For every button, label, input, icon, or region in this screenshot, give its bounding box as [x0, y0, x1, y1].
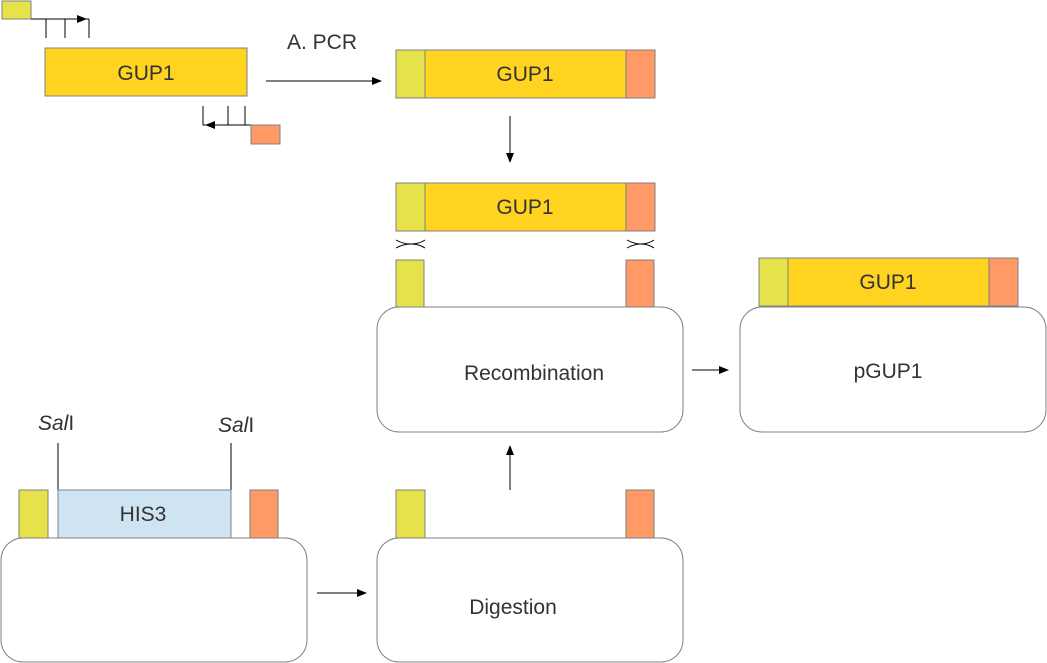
- result-left-homology: [758, 257, 789, 307]
- sali-site-left-label: SalI: [38, 412, 74, 435]
- insert-gene: [424, 182, 627, 232]
- pcr-product: GUP1: [395, 49, 656, 99]
- vector-right-homology: [625, 259, 655, 308]
- sali-site-right-label: SalI: [218, 414, 254, 437]
- pcr-step-label: A. PCR: [287, 31, 357, 54]
- forward-primer-tail: [1, 0, 32, 20]
- product-left-homology: [395, 49, 426, 99]
- digestion-box: [376, 537, 684, 663]
- reverse-primer-tail: [250, 124, 281, 145]
- digestion-right-homology: [625, 489, 655, 539]
- crossover-right-icon: [626, 239, 655, 249]
- his3-marker-label: HIS3: [120, 503, 167, 526]
- insert-right-homology: [625, 182, 656, 232]
- product-right-homology: [625, 49, 656, 99]
- insert-gene-label: GUP1: [496, 196, 553, 219]
- template-gene-label: GUP1: [117, 62, 174, 85]
- recombination-box: [376, 306, 684, 433]
- source-plasmid: SalI SalI HIS3: [0, 412, 308, 663]
- digestion-vector: Digestion: [376, 489, 684, 663]
- his3-marker-box: [57, 489, 232, 539]
- recombination-insert: GUP1: [395, 182, 656, 232]
- result-right-homology: [988, 257, 1019, 307]
- product-gene: [424, 49, 627, 99]
- forward-primer: [1, 0, 90, 38]
- recombination-vector: Recombination: [376, 259, 684, 433]
- result-gene-label: GUP1: [859, 271, 916, 294]
- result-plasmid-box: [739, 306, 1047, 433]
- source-plasmid-box: [0, 537, 308, 663]
- source-right-homology: [249, 489, 279, 539]
- source-left-homology: [18, 489, 49, 539]
- digestion-left-homology: [395, 489, 426, 539]
- result-plasmid: GUP1 pGUP1: [739, 257, 1047, 433]
- digestion-label: Digestion: [469, 596, 557, 619]
- vector-left-homology: [395, 259, 425, 308]
- pcr-template: GUP1: [44, 47, 248, 97]
- result-plasmid-label: pGUP1: [854, 360, 923, 383]
- product-gene-label: GUP1: [496, 63, 553, 86]
- recombination-label: Recombination: [464, 362, 604, 385]
- template-gene-box: [44, 47, 248, 97]
- insert-left-homology: [395, 182, 426, 232]
- reverse-primer: [202, 106, 281, 145]
- crossover-left-icon: [395, 239, 426, 249]
